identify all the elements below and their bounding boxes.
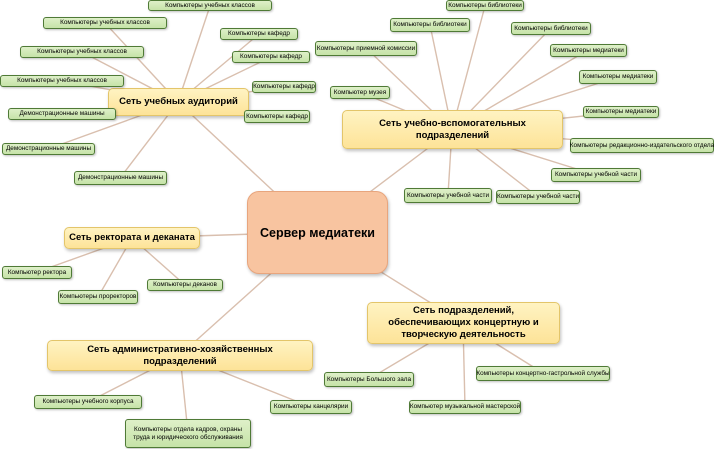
leaf-media-library: Компьютеры медиатеки — [550, 44, 627, 57]
leaf-demo-machines: Демонстрационные машины — [8, 108, 116, 120]
leaf-library: Компьютеры библиотеки — [511, 22, 591, 35]
leaf-departments: Компьютеры кафедр — [220, 28, 298, 40]
leaf-departments: Компьютеры кафедр — [252, 81, 316, 93]
leaf-academic-office: Компьютеры учебной части — [496, 190, 580, 204]
leaf-departments: Компьютеры кафедр — [244, 110, 310, 123]
leaf-museum: Компьютер музея — [330, 86, 390, 99]
leaf-media-library: Компьютеры медиатеки — [583, 106, 659, 118]
leaf-publishing: Компьютеры редакционно-издательского отд… — [570, 138, 714, 153]
leaf-admissions: Компьютеры приемной комиссии — [315, 41, 417, 56]
leaf-hr-legal: Компьютеры отдела кадров, охраны труда и… — [125, 419, 251, 448]
leaf-classrooms: Компьютеры учебных классов — [148, 0, 272, 11]
leaf-great-hall: Компьютеры Большого зала — [324, 372, 414, 387]
leaf-concert-touring: Компьютеры концертно-гастрольной службы — [476, 366, 610, 381]
hub-admin: Сеть административно-хозяйственных подра… — [47, 340, 313, 371]
leaf-library: Компьютеры библиотеки — [390, 18, 470, 32]
leaf-rector: Компьютер ректора — [2, 266, 72, 279]
leaf-media-library: Компьютеры медиатеки — [579, 70, 657, 84]
leaf-demo-machines: Демонстрационные машины — [74, 171, 167, 185]
hub-rectorate: Сеть ректората и деканата — [64, 227, 200, 249]
leaf-vice-rectors: Компьютеры проректоров — [58, 290, 138, 304]
hub-classrooms: Сеть учебных аудиторий — [108, 88, 249, 116]
leaf-demo-machines: Демонстрационные машины — [2, 143, 95, 155]
leaf-academic-office: Компьютеры учебной части — [404, 188, 492, 203]
leaf-classrooms: Компьютеры учебных классов — [20, 46, 144, 58]
leaf-library: Компьютеры библиотеки — [446, 0, 524, 11]
leaf-deans: Компьютеры деканов — [147, 279, 223, 291]
connector-line — [177, 5, 211, 103]
center-node-media-server: Сервер медиатеки — [247, 191, 388, 274]
hub-support: Сеть учебно-вспомогательных подразделени… — [342, 110, 563, 149]
leaf-departments: Компьютеры кафедр — [232, 51, 310, 63]
leaf-classrooms: Компьютеры учебных классов — [0, 75, 124, 87]
leaf-chancellery: Компьютеры канцелярии — [270, 400, 352, 414]
leaf-main-building: Компьютеры учебного корпуса — [34, 395, 142, 409]
hub-creative: Сеть подразделений, обеспечивающих конце… — [367, 302, 560, 344]
leaf-academic-office: Компьютеры учебной части — [551, 168, 641, 182]
connector-line — [451, 5, 486, 131]
leaf-music-workshop: Компьютер музыкальной мастерской — [409, 400, 521, 414]
leaf-classrooms: Компьютеры учебных классов — [43, 17, 167, 29]
